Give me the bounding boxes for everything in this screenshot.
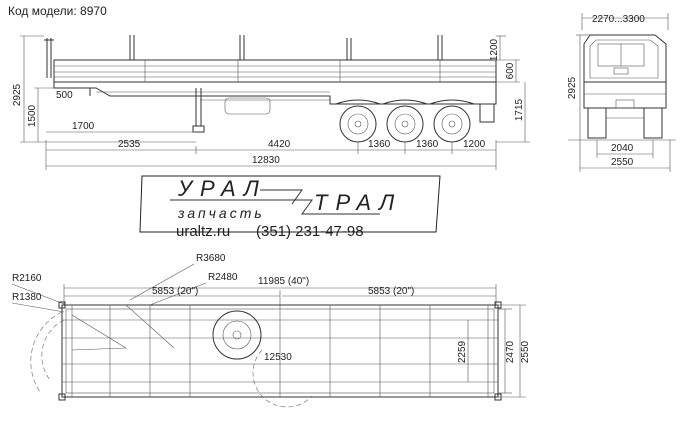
dim-rear-overall-height: 2925 bbox=[567, 76, 578, 99]
dim-container-40: 11985 (40") bbox=[258, 276, 309, 287]
dim-overall-length: 12830 bbox=[252, 155, 280, 166]
stakes bbox=[129, 35, 443, 60]
dim-front-to-gear: 2535 bbox=[118, 139, 141, 150]
wheels bbox=[335, 99, 475, 143]
dim-top-overall-width: 2550 bbox=[520, 340, 531, 363]
logo-phone: (351) 231-47-98 bbox=[256, 223, 364, 240]
rear-view: 2270...3300 2925 2040 2550 bbox=[567, 13, 676, 172]
model-label: Код модели: 8970 bbox=[8, 4, 107, 18]
spare-wheel bbox=[212, 310, 262, 360]
logo-word-tral: ТРАЛ bbox=[314, 190, 402, 215]
dim-rear-overall-width: 2550 bbox=[611, 157, 634, 168]
dim-inner-width: 2270...3300 bbox=[592, 14, 645, 25]
cross-members bbox=[109, 305, 431, 397]
dim-gear-to-axle: 4420 bbox=[268, 139, 291, 150]
dim-side-height: 600 bbox=[505, 62, 516, 79]
logo-subtitle: запчасть bbox=[177, 205, 265, 221]
dim-axle-spacing-1: 1360 bbox=[368, 139, 391, 150]
dim-turning: 12530 bbox=[264, 352, 292, 363]
dim-r2480: R2480 bbox=[208, 272, 238, 283]
dim-deck-height: 1715 bbox=[514, 98, 525, 121]
side-view: 2925 1500 500 1200 600 1715 1700 2535 44… bbox=[12, 35, 530, 170]
top-view: R2160 R1380 R3680 R2480 11985 (40") 5853… bbox=[11, 253, 531, 408]
dim-frame-height: 1500 bbox=[27, 104, 38, 127]
dim-container-rear: 5853 (20") bbox=[368, 286, 414, 297]
dim-stake-height: 1200 bbox=[489, 38, 500, 61]
dim-track: 2040 bbox=[611, 143, 634, 154]
logo-word-ural: УРАЛ bbox=[177, 176, 267, 201]
dim-frame-width: 2470 bbox=[505, 340, 516, 363]
dim-kingpin-offset: 500 bbox=[56, 90, 73, 101]
logo-website: uraltz.ru bbox=[176, 223, 230, 240]
logo: УРАЛ ТРАЛ запчасть uraltz.ru (351) 231-4… bbox=[139, 175, 441, 240]
dim-container-front: 5853 (20") bbox=[152, 286, 198, 297]
dim-overall-height: 2925 bbox=[12, 83, 23, 106]
dim-r1380: R1380 bbox=[12, 292, 42, 303]
dim-landing-gear: 1700 bbox=[72, 121, 95, 132]
landing-gear bbox=[192, 88, 205, 133]
dim-r3680: R3680 bbox=[196, 253, 226, 264]
dim-axle-spacing-2: 1360 bbox=[416, 139, 439, 150]
dim-r2160: R2160 bbox=[12, 273, 42, 284]
dim-top-inner-width: 2259 bbox=[457, 340, 468, 363]
dim-rear-overhang: 1200 bbox=[463, 139, 486, 150]
